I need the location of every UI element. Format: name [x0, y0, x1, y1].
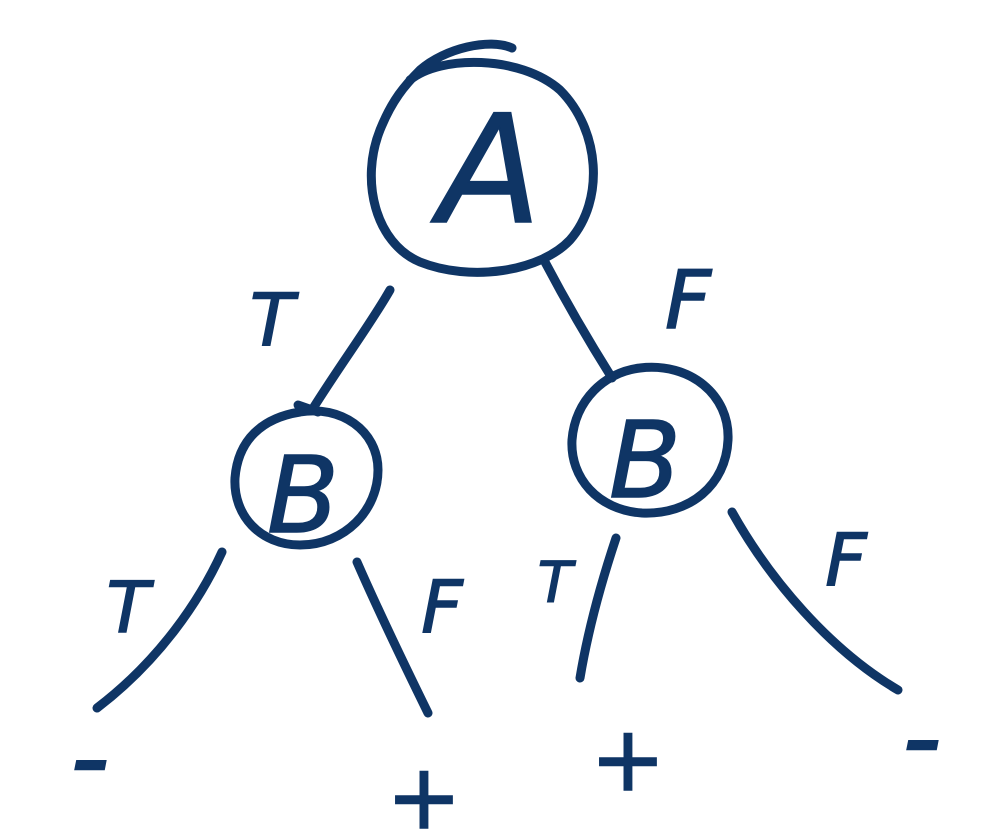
node-right-circle — [567, 362, 733, 518]
edge-root-left-tick — [293, 400, 323, 417]
node-root-label: A — [431, 84, 542, 258]
edge-root-right-label: F — [665, 254, 712, 347]
edge-right-left — [575, 533, 621, 683]
edge-root-right — [540, 257, 617, 383]
leaf-4: - — [902, 673, 942, 801]
node-right-label: B — [609, 400, 681, 522]
edge-right-right — [727, 507, 903, 695]
leaf-1: - — [70, 693, 110, 821]
edge-right-right-label: F — [825, 518, 868, 602]
node-left-circle — [230, 406, 383, 550]
node-left: B — [230, 406, 383, 558]
edge-left-right — [352, 557, 433, 718]
edge-left-right-label: F — [421, 565, 464, 649]
node-root-circle — [366, 39, 598, 277]
node-left-label: B — [267, 435, 339, 557]
edge-left-left — [92, 547, 227, 713]
node-right: B — [567, 362, 733, 523]
leaf-2: + — [386, 745, 461, 838]
node-root: A — [366, 39, 598, 277]
edge-root-left — [307, 285, 395, 415]
edge-left-left-label: T — [107, 567, 155, 649]
edge-right-left-label: T — [538, 551, 576, 616]
edge-root-left-label: T — [250, 278, 299, 362]
leaf-3: + — [590, 707, 665, 812]
